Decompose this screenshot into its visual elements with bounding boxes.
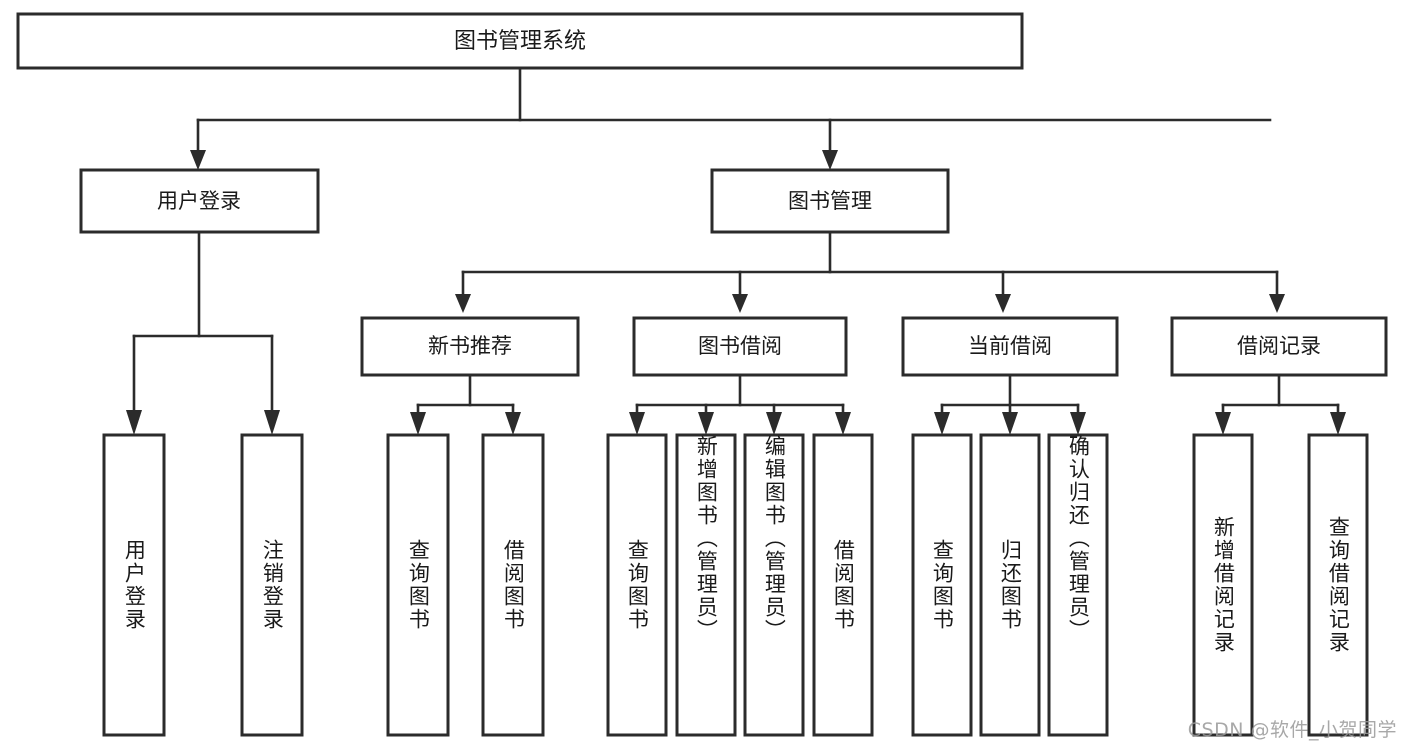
leaf-box-book-borrow-3[interactable] bbox=[743, 433, 805, 737]
arrow-head-icon bbox=[1002, 412, 1018, 435]
leaf-boxes-new-book-recommend bbox=[386, 433, 545, 737]
arrow-head-icon bbox=[822, 150, 838, 170]
node-root-box[interactable] bbox=[16, 12, 1024, 70]
node-user-login-label: 用户登录 bbox=[157, 189, 241, 213]
node-borrow-record-box[interactable] bbox=[1170, 316, 1388, 377]
arrow-head-icon bbox=[934, 412, 950, 435]
arrow-head-icon bbox=[455, 294, 471, 313]
node-current-borrow-box[interactable] bbox=[901, 316, 1119, 377]
connector-root-to-level2 bbox=[190, 66, 1272, 170]
arrow-head-icon bbox=[995, 294, 1011, 313]
leaf-boxes-current-borrow bbox=[911, 433, 1109, 737]
arrow-head-icon bbox=[190, 150, 206, 170]
leaf-box-new-book-1[interactable] bbox=[386, 433, 450, 737]
arrow-head-icon bbox=[1215, 412, 1231, 435]
node-borrow-record-label: 借阅记录 bbox=[1237, 334, 1321, 358]
leaf-box-user-login-2[interactable] bbox=[240, 433, 304, 737]
arrow-head-icon bbox=[505, 412, 521, 435]
connector-borrowrecord-to-leaves bbox=[1215, 373, 1346, 435]
arrow-head-icon bbox=[732, 294, 748, 313]
leaf-box-current-borrow-1[interactable] bbox=[911, 433, 973, 737]
leaf-boxes-borrow-record bbox=[1192, 433, 1369, 737]
arrow-head-icon bbox=[629, 412, 645, 435]
node-new-book-recommend[interactable]: 新书推荐 bbox=[360, 316, 580, 377]
connector-userlogin-to-leaves bbox=[126, 230, 280, 435]
leaf-box-current-borrow-2[interactable] bbox=[979, 433, 1041, 737]
leaf-boxes-user-login bbox=[102, 433, 304, 737]
connector-currentborrow-to-leaves bbox=[934, 373, 1086, 435]
leaf-box-user-login-1[interactable] bbox=[102, 433, 166, 737]
node-book-borrow[interactable]: 图书借阅 bbox=[632, 316, 848, 377]
node-new-book-recommend-label: 新书推荐 bbox=[428, 334, 512, 358]
arrow-head-icon bbox=[698, 412, 714, 435]
arrow-head-icon bbox=[766, 412, 782, 435]
node-borrow-record[interactable]: 借阅记录 bbox=[1170, 316, 1388, 377]
node-book-management[interactable]: 图书管理 bbox=[710, 168, 950, 234]
arrow-head-icon bbox=[126, 410, 142, 435]
node-current-borrow[interactable]: 当前借阅 bbox=[901, 316, 1119, 377]
node-book-management-box[interactable] bbox=[710, 168, 950, 234]
leaf-box-borrow-record-2[interactable] bbox=[1307, 433, 1369, 737]
leaf-box-book-borrow-1[interactable] bbox=[606, 433, 668, 737]
connector-book-to-level3 bbox=[455, 230, 1285, 313]
arrow-head-icon bbox=[264, 410, 280, 435]
node-root-label: 图书管理系统 bbox=[454, 29, 586, 54]
leaf-boxes-book-borrow bbox=[606, 433, 874, 737]
node-current-borrow-label: 当前借阅 bbox=[968, 334, 1052, 358]
node-new-book-recommend-box[interactable] bbox=[360, 316, 580, 377]
leaf-box-book-borrow-2[interactable] bbox=[675, 433, 737, 737]
leaf-box-book-borrow-4[interactable] bbox=[812, 433, 874, 737]
arrow-head-icon bbox=[410, 412, 426, 435]
leaf-box-borrow-record-1[interactable] bbox=[1192, 433, 1254, 737]
arrow-head-icon bbox=[1070, 412, 1086, 435]
node-book-borrow-label: 图书借阅 bbox=[698, 334, 782, 358]
connector-newbook-to-leaves bbox=[410, 373, 521, 435]
node-user-login-box[interactable] bbox=[79, 168, 320, 234]
node-user-login[interactable]: 用户登录 bbox=[79, 168, 320, 234]
arrow-head-icon bbox=[1330, 412, 1346, 435]
node-root-book-management-system[interactable]: 图书管理系统 bbox=[16, 12, 1024, 70]
node-book-borrow-box[interactable] bbox=[632, 316, 848, 377]
arrow-head-icon bbox=[1269, 294, 1285, 313]
watermark-text: CSDN @软件_小贺同学 bbox=[1187, 719, 1397, 741]
leaf-box-new-book-2[interactable] bbox=[481, 433, 545, 737]
node-book-management-label: 图书管理 bbox=[788, 189, 872, 213]
connector-bookborrow-to-leaves bbox=[629, 373, 851, 435]
arrow-head-icon bbox=[835, 412, 851, 435]
leaf-box-current-borrow-3[interactable] bbox=[1047, 433, 1109, 737]
